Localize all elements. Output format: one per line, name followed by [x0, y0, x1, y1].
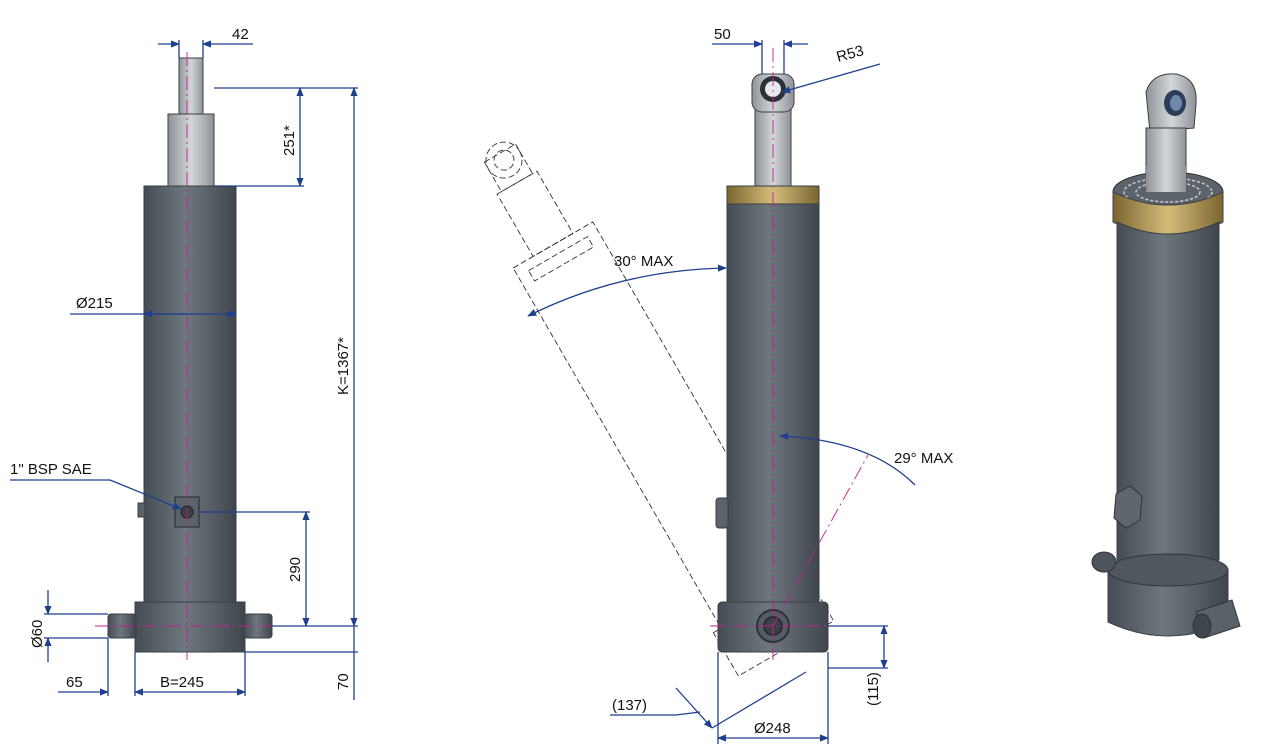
side-lug [137, 502, 146, 518]
dim-base-offset: (115) [865, 672, 882, 706]
dim-stroke-top: 251* [281, 125, 298, 156]
dim-port-height: 290 [287, 557, 304, 582]
dim-base-height: 70 [335, 673, 352, 690]
dim-eye-width: 50 [714, 26, 731, 43]
cylinder-body [143, 185, 237, 603]
front-view: 42 251* K=1367* Ø215 1" BSP SAE 290 Ø60 [10, 26, 358, 700]
dim-tilt-right: 29° MAX [894, 450, 953, 467]
dim-tilt-left: 30° MAX [614, 253, 673, 270]
tilt-view: 50 R53 30° MAX 29° MAX (137) Ø248 (115) [483, 26, 953, 744]
dim-base-diameter: Ø248 [754, 720, 791, 737]
dim-base-width: B=245 [160, 674, 204, 691]
label-port: 1" BSP SAE [10, 461, 92, 478]
piston-rod-stage [167, 113, 215, 187]
iso-pin-left [1091, 551, 1117, 573]
piston-rod-tip [178, 57, 204, 115]
dim-body-diameter: Ø215 [76, 295, 113, 312]
rod-eye-inner [765, 81, 781, 97]
dim-rod-width: 42 [232, 26, 249, 43]
dim-clearance: (137) [612, 697, 647, 714]
dim-pin-diameter: Ø60 [29, 620, 46, 648]
port-lug [715, 497, 729, 529]
cylinder-base [134, 601, 246, 653]
dim-pin-offset: 65 [66, 674, 83, 691]
isometric-view [1091, 73, 1241, 639]
dim-overall-length: K=1367* [335, 337, 352, 395]
iso-port [1113, 485, 1143, 529]
dim-eye-radius: R53 [835, 42, 866, 66]
